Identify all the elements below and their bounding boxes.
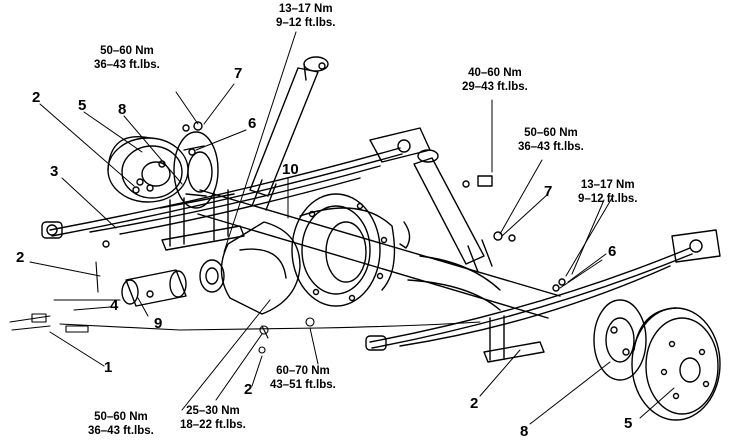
fasteners: [102, 121, 566, 292]
callout-number: 8: [520, 423, 529, 440]
left-leaf-spring: [41, 127, 431, 239]
right-shock-absorber: [413, 149, 493, 273]
torque-nm: 50–60 Nm: [100, 45, 154, 57]
torque-spec: 50–60 Nm 36–43 ft.lbs.: [88, 410, 154, 438]
callout-number: 4: [110, 297, 119, 314]
brake-lines: [9, 261, 481, 354]
callout-number: 3: [50, 163, 59, 180]
callout-number: 2: [470, 395, 479, 412]
torque-ftlbs: 36–43 ft.lbs.: [94, 59, 160, 71]
torque-ftlbs: 9–12 ft.lbs.: [276, 17, 336, 29]
callout-number: 6: [608, 243, 617, 260]
right-leaf-spring: [365, 229, 721, 363]
callout-number: 10: [282, 161, 299, 178]
callout-number: 6: [248, 115, 257, 132]
torque-spec: 60–70 Nm 43–51 ft.lbs.: [270, 364, 336, 392]
torque-nm: 25–30 Nm: [186, 405, 240, 417]
left-brake-drum: [107, 136, 189, 203]
left-shock-absorber: [249, 56, 329, 211]
torque-spec: 50–60 Nm 36–43 ft.lbs.: [518, 126, 584, 154]
torque-ftlbs: 36–43 ft.lbs.: [88, 425, 154, 437]
callout-number: 5: [624, 415, 633, 432]
callout-number: 5: [78, 97, 87, 114]
torque-ftlbs: 9–12 ft.lbs.: [578, 193, 638, 205]
callout-number: 7: [234, 65, 243, 82]
callout-number: 2: [32, 89, 41, 106]
torque-nm: 13–17 Nm: [580, 179, 635, 191]
torque-spec: 25–30 Nm 18–22 ft.lbs.: [180, 404, 246, 432]
differential-cover: [199, 221, 301, 315]
torque-nm: 40–60 Nm: [468, 67, 522, 79]
callout-number: 2: [16, 249, 25, 266]
left-backing-plate: [173, 131, 219, 209]
callout-number: 9: [154, 315, 163, 332]
left-u-bolt-assembly: [159, 189, 245, 251]
callout-number: 7: [544, 183, 553, 200]
torque-ftlbs: 36–43 ft.lbs.: [518, 141, 584, 153]
torque-ftlbs: 18–22 ft.lbs.: [180, 419, 246, 431]
torque-nm: 50–60 Nm: [94, 411, 148, 423]
leader-lines: [29, 31, 675, 425]
callout-number: 8: [118, 101, 127, 118]
torque-nm: 50–60 Nm: [524, 127, 578, 139]
torque-nm: 13–17 Nm: [278, 3, 333, 15]
right-backing-plate: [593, 299, 647, 381]
torque-ftlbs: 29–43 ft.lbs.: [462, 81, 528, 93]
callout-number: 2: [244, 381, 253, 398]
torque-nm: 60–70 Nm: [276, 365, 330, 377]
torque-ftlbs: 43–51 ft.lbs.: [270, 379, 336, 391]
callout-number: 1: [104, 359, 113, 376]
right-brake-drum: [631, 307, 721, 421]
axle-housing: [197, 189, 561, 319]
torque-spec: 50–60 Nm 36–43 ft.lbs.: [94, 44, 160, 72]
differential-carrier: [291, 193, 411, 307]
pinion-flange-yoke: [121, 269, 187, 307]
torque-spec: 13–17 Nm 9–12 ft.lbs.: [578, 178, 637, 206]
torque-spec: 40–60 Nm 29–43 ft.lbs.: [462, 66, 528, 94]
torque-spec: 13–17 Nm 9–12 ft.lbs.: [276, 2, 335, 30]
